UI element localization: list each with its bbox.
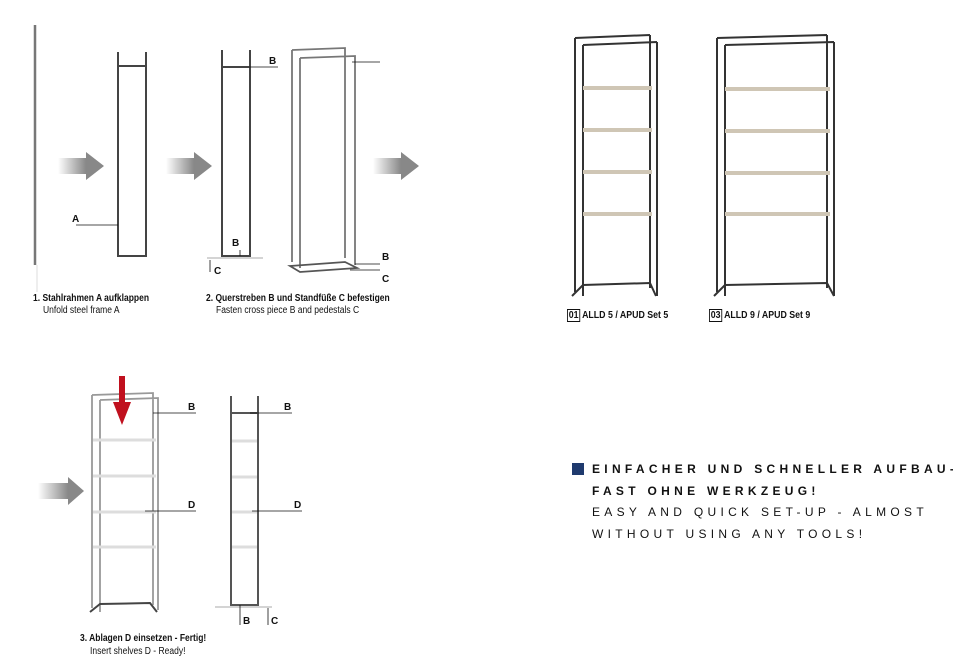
step-arrow-icon <box>58 152 104 180</box>
product-shelf-01-drawing <box>571 34 658 297</box>
headline-bullet-square <box>572 463 584 475</box>
folded-frame-drawing <box>33 25 147 292</box>
product-name: ALLD 5 / APUD Set 5 <box>582 310 669 321</box>
step-arrow-icon <box>166 152 212 180</box>
headline-de-line1: EINFACHER UND SCHNELLER AUFBAU- <box>592 462 953 476</box>
label-b: B <box>243 616 250 627</box>
label-c: C <box>382 274 389 285</box>
label-c: C <box>214 266 221 277</box>
step1-subtitle: Unfold steel frame A <box>43 305 120 316</box>
step2-title: 2. Querstreben B und Standfüße C befesti… <box>206 293 390 304</box>
headline-de-line2: FAST OHNE WERKZEUG! <box>592 484 820 498</box>
label-b: B <box>284 402 291 413</box>
step2-subtitle: Fasten cross piece B and pedestals C <box>216 305 360 316</box>
product-number: 01 <box>567 309 581 322</box>
label-b: B <box>232 238 239 249</box>
headline-en-line1: EASY AND QUICK SET-UP - ALMOST <box>592 505 928 519</box>
label-c: C <box>271 616 278 627</box>
label-d: D <box>294 500 301 511</box>
label-b: B <box>269 56 276 67</box>
label-b: B <box>382 252 389 263</box>
product-name: ALLD 9 / APUD Set 9 <box>724 310 811 321</box>
insert-down-arrow-icon <box>113 376 131 425</box>
product-shelf-03-drawing <box>713 34 835 297</box>
step3-subtitle: Insert shelves D - Ready! <box>90 646 186 657</box>
step1-title: 1. Stahlrahmen A aufklappen <box>33 293 150 304</box>
label-a: A <box>72 214 79 225</box>
step3-title: 3. Ablagen D einsetzen - Fertig! <box>80 633 207 644</box>
step-arrow-icon <box>373 152 419 180</box>
label-d: D <box>188 500 195 511</box>
label-b: B <box>188 402 195 413</box>
shelf-insert-drawing <box>89 392 302 625</box>
headline-en-line2: WITHOUT USING ANY TOOLS! <box>592 527 867 541</box>
step-arrow-icon <box>38 477 84 505</box>
product-number: 03 <box>709 309 723 322</box>
frame-crosspiece-drawing <box>207 47 380 273</box>
